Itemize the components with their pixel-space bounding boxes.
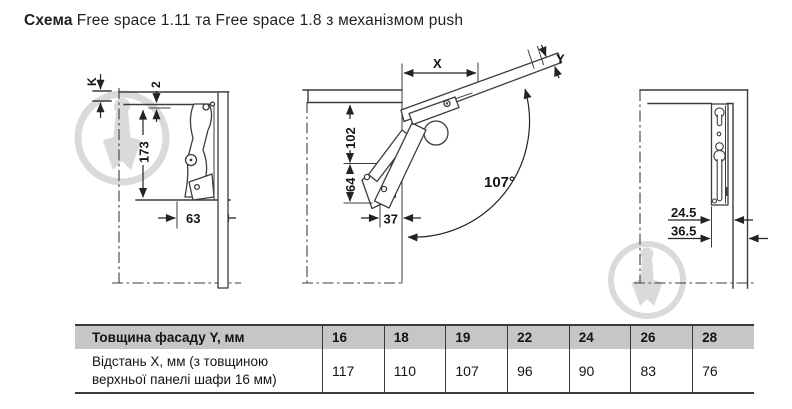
table-cell: 18	[383, 326, 446, 349]
table-cell: 96	[507, 349, 569, 392]
diagram-closed-position: K 2 173 63	[85, 74, 241, 289]
table-cell: 110	[383, 349, 446, 392]
lift-mechanism-open	[361, 96, 460, 210]
dim-label-2: 2	[149, 81, 163, 88]
dim-label-24-5: 24.5	[671, 205, 696, 220]
page-title-text: Free space 1.11 та Free space 1.8 з меха…	[76, 12, 464, 29]
page-title-prefix: Схема	[24, 12, 73, 29]
table-cell: 107	[445, 349, 507, 392]
dimension-table: Товщина фасаду Y, мм 16 18 19 22 24 26 2…	[75, 324, 754, 394]
diagram-open-position: X 107° Y 102 64	[302, 44, 565, 284]
table-row-label: Відстань X, мм (з товщиною верхньої пане…	[75, 349, 322, 392]
table-header-label: Товщина фасаду Y, мм	[92, 329, 245, 345]
table-cell: 90	[568, 349, 631, 392]
table-data-row: Відстань X, мм (з товщиною верхньої пане…	[75, 349, 754, 392]
watermark-logo-right	[608, 241, 686, 319]
table-cell: 76	[692, 349, 754, 392]
dim-label-y: Y	[556, 52, 565, 67]
dim-label-173: 173	[137, 141, 152, 163]
watermark-logo-left	[74, 90, 170, 186]
diagram-front-view: 24.5 36.5	[634, 89, 768, 289]
table-cell: 26	[630, 326, 692, 349]
technical-drawing: K 2 173 63	[74, 44, 768, 319]
dim-label-angle: 107°	[484, 174, 515, 191]
table-row-label-line1: Відстань X, мм (з товщиною	[92, 353, 269, 369]
dim-label-k: K	[85, 77, 99, 86]
dim-label-x: X	[433, 56, 442, 71]
table-cell: 117	[322, 349, 384, 392]
table-cell: 16	[322, 326, 384, 349]
table-cell: 24	[568, 326, 631, 349]
table-cell: 19	[445, 326, 507, 349]
dim-label-64: 64	[343, 177, 358, 192]
dim-label-102: 102	[343, 127, 358, 149]
dim-label-37: 37	[384, 212, 398, 227]
table-header-row: Товщина фасаду Y, мм 16 18 19 22 24 26 2…	[75, 326, 754, 349]
table-cell: 22	[507, 326, 569, 349]
mounting-bracket	[710, 103, 729, 206]
table-cell: 83	[630, 349, 692, 392]
facade-panel-closed	[217, 91, 229, 289]
table-row-label-line2: верхньої панелі шафи 16 мм)	[92, 371, 277, 387]
lift-mechanism-closed	[184, 101, 216, 201]
dim-label-36-5: 36.5	[671, 224, 696, 239]
table-cell: 28	[692, 326, 754, 349]
dim-label-63: 63	[186, 211, 200, 226]
